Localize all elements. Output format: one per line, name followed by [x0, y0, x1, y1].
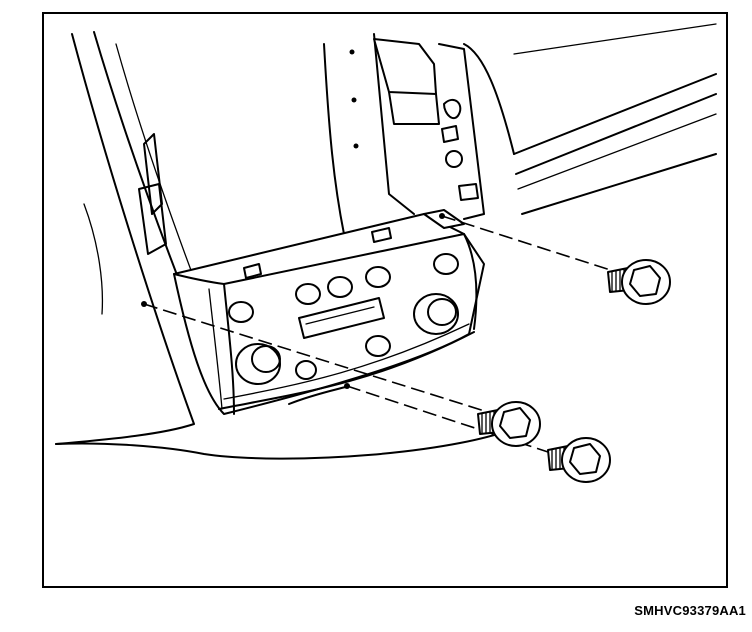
screw-upper-right [607, 259, 671, 305]
trim-lines [513, 23, 717, 215]
mounting-bracket [373, 38, 515, 220]
screw-lower-right [547, 437, 611, 483]
figure-id-code: SMHVC93379AA1 [634, 603, 746, 618]
hvac-control-removal-diagram [55, 23, 717, 483]
screw-lower-middle [477, 401, 541, 447]
hvac-control-unit [173, 209, 485, 415]
illustration-frame [42, 12, 728, 588]
